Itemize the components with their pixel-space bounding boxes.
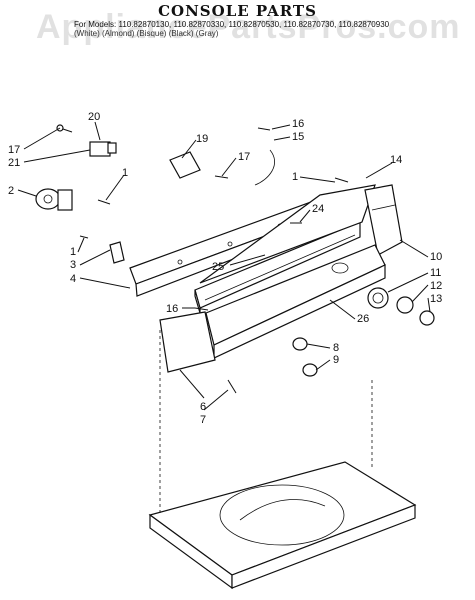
timer xyxy=(35,188,73,211)
model-colors: (White) (Almond) (Bisque) (Black) (Gray) xyxy=(74,29,219,38)
console-panel xyxy=(194,221,361,314)
callout-1: 1 xyxy=(70,246,76,258)
small-bracket xyxy=(109,241,125,264)
callout-10: 10 xyxy=(430,251,442,263)
callout-7: 7 xyxy=(200,414,206,426)
callout-6: 6 xyxy=(200,401,206,413)
callout-1: 1 xyxy=(292,171,298,183)
left-end-cap xyxy=(159,311,216,373)
leader-lines xyxy=(17,121,431,411)
callout-26: 26 xyxy=(357,313,369,325)
switch xyxy=(89,141,117,157)
callout-25: 25 xyxy=(212,261,224,273)
washer-top-cabinet xyxy=(148,330,417,590)
callout-12: 12 xyxy=(430,280,442,292)
callout-4: 4 xyxy=(70,273,76,285)
callout-8: 8 xyxy=(333,342,339,354)
callout-14: 14 xyxy=(390,154,402,166)
callout-9: 9 xyxy=(333,354,339,366)
callout-13: 13 xyxy=(430,293,442,305)
callout-16: 16 xyxy=(292,118,304,130)
callout-16: 16 xyxy=(166,303,178,315)
model-list: For Models: 110.82870130, 110.82870330, … xyxy=(74,20,390,29)
callout-21: 21 xyxy=(8,157,20,169)
callout-20: 20 xyxy=(88,111,100,123)
page-title: CONSOLE PARTS xyxy=(158,2,317,20)
wire-harness xyxy=(254,149,275,186)
push-buttons xyxy=(292,337,318,377)
switch-bracket xyxy=(169,151,201,179)
callout-1: 1 xyxy=(122,167,128,179)
control-panel-front xyxy=(205,244,386,359)
knob-assembly xyxy=(367,287,435,326)
callout-15: 15 xyxy=(292,131,304,143)
callout-2: 2 xyxy=(8,185,14,197)
callout-19: 19 xyxy=(196,133,208,145)
callout-17: 17 xyxy=(8,144,20,156)
watermark: AppliancePartsPros.com xyxy=(36,8,461,46)
callout-17: 17 xyxy=(238,151,250,163)
right-end-cap xyxy=(364,184,403,256)
callout-labels: 20 17 21 2 1 19 17 16 15 1 14 24 25 10 1… xyxy=(8,111,442,426)
callout-3: 3 xyxy=(70,259,76,271)
callout-11: 11 xyxy=(430,267,441,279)
console-top xyxy=(199,184,376,284)
callout-24: 24 xyxy=(312,203,324,215)
